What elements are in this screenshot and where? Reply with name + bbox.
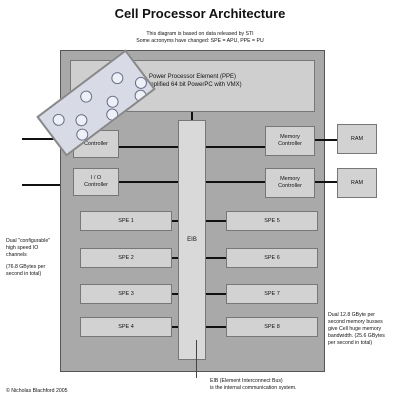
spe-link (172, 293, 178, 295)
controller-eib-link (205, 146, 265, 148)
note-line: high speed IO (6, 245, 39, 251)
note-line: per second in total) (328, 340, 373, 346)
memory-controller-1: Memory Controller (265, 126, 315, 156)
note-line: is the internal communication system. (210, 385, 297, 391)
spe-block: SPE 1 (80, 211, 172, 231)
eib-note: EIB (Element Interconnect Bus) is the in… (210, 378, 360, 392)
controller-label: I / O (90, 175, 102, 181)
note-line: EIB (Element Interconnect Bus) (210, 378, 283, 384)
subtitle: This diagram is based on data released b… (100, 31, 300, 45)
spe-block: SPE 6 (226, 248, 318, 268)
memory-note: Dual 12.8 GByte per second memory busses… (328, 312, 398, 347)
io-note: Dual "configurable" high speed IO channe… (6, 238, 76, 259)
spe-block: SPE 4 (80, 317, 172, 337)
controller-label: Controller (84, 140, 108, 147)
note-line: bandwidth. (25.6 GBytes (328, 333, 385, 339)
ram-link (315, 139, 338, 141)
spe-link (206, 293, 226, 295)
spe-link (206, 326, 226, 328)
controller-label: Controller (278, 141, 302, 147)
controller-label: Memory (280, 134, 300, 140)
memory-controller-2: Memory Controller (265, 168, 315, 198)
controller-label: Memory (280, 176, 300, 182)
controller-label: Controller (84, 182, 108, 188)
controller-label: Controller (278, 183, 302, 189)
note-line: second in total) (6, 271, 42, 277)
spe-link (206, 257, 226, 259)
io-controller: I / O Controller (73, 168, 119, 196)
page-title: Cell Processor Architecture (114, 6, 286, 21)
spe-block: SPE 7 (226, 284, 318, 304)
note-line: second memory busses (328, 319, 383, 325)
eib-note-pointer (196, 340, 197, 378)
ppe-sublabel: Simplified 64 bit PowerPC with VMX) (143, 82, 242, 88)
spe-link (172, 257, 178, 259)
io-line (22, 138, 72, 140)
controller-eib-link (118, 181, 180, 183)
spe-block: SPE 3 (80, 284, 172, 304)
note-line: channels (6, 252, 27, 258)
io-bandwidth-note: (76.8 GBytes per second in total) (6, 264, 76, 278)
ppe-label: Power Processor Element (PPE) (148, 74, 237, 80)
controller-eib-link (205, 181, 265, 183)
eib-bus: EIB (178, 120, 206, 360)
ram-link (315, 181, 338, 183)
spe-block: SPE 2 (80, 248, 172, 268)
subtitle-line: Some acronyms have changed: SPE = APU, P… (136, 38, 264, 44)
io-line (22, 184, 72, 186)
ppe-eib-link (191, 112, 193, 122)
spe-link (206, 220, 226, 222)
spe-block: SPE 5 (226, 211, 318, 231)
note-line: Dual 12.8 GByte per (328, 312, 376, 318)
spe-block: SPE 8 (226, 317, 318, 337)
note-line: give Cell huge memory (328, 326, 382, 332)
note-line: (76.8 GBytes per (6, 264, 46, 270)
ram-block: RAM (337, 124, 377, 154)
ram-block: RAM (337, 168, 377, 198)
spe-link (172, 220, 178, 222)
spe-link (172, 326, 178, 328)
note-line: Dual "configurable" (6, 238, 51, 244)
copyright: © Nicholas Blachford 2005 (6, 388, 68, 394)
controller-eib-link (118, 146, 180, 148)
subtitle-line: This diagram is based on data released b… (146, 31, 254, 37)
